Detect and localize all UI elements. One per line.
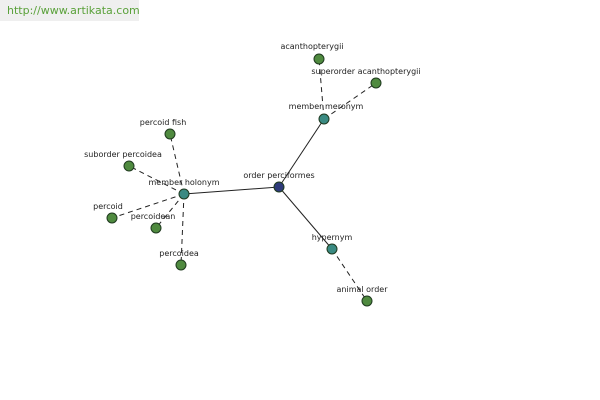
label-acanthopterygii[interactable]: acanthopterygii <box>280 42 343 51</box>
edge-center-to-member-meronym <box>278 118 325 188</box>
label-suborder-percoidea[interactable]: suborder percoidea <box>84 150 162 159</box>
node-member-holonym[interactable] <box>178 188 190 200</box>
labels-layer: order perciformes member meronym member ho… <box>84 42 421 294</box>
node-member-meronym[interactable] <box>318 113 330 125</box>
node-animal-order[interactable] <box>361 295 373 307</box>
label-center[interactable]: order perciformes <box>243 171 314 180</box>
site-url-link[interactable]: http://www.artikata.com <box>0 0 140 21</box>
node-superorder-acanthopterygii[interactable] <box>370 77 382 89</box>
edges-layer <box>111 58 377 302</box>
edge-hypernym-to-animal-order <box>331 248 368 302</box>
nodes-layer <box>106 53 382 307</box>
label-member-holonym[interactable]: member holonym <box>148 178 219 187</box>
label-superorder-acanthopterygii[interactable]: superorder acanthopterygii <box>311 67 420 76</box>
node-percoidean[interactable] <box>150 222 162 234</box>
node-suborder-percoidea[interactable] <box>123 160 135 172</box>
edge-center-to-member-holonym <box>183 186 280 195</box>
edge-member-holonym-to-percoidean <box>155 193 185 229</box>
edge-member-holonym-to-percoid <box>111 193 185 219</box>
node-percoid-fish[interactable] <box>164 128 176 140</box>
label-percoid[interactable]: percoid <box>93 202 123 211</box>
node-center[interactable] <box>273 181 285 193</box>
node-hypernym[interactable] <box>326 243 338 255</box>
edge-member-holonym-to-suborder-percoidea <box>128 165 185 195</box>
node-acanthopterygii[interactable] <box>313 53 325 65</box>
edge-member-holonym-to-percoid-fish <box>169 133 185 195</box>
label-hypernym[interactable]: hypernym <box>312 233 353 242</box>
label-member-meronym[interactable]: member meronym <box>289 102 364 111</box>
label-animal-order[interactable]: animal order <box>337 285 389 294</box>
node-percoid[interactable] <box>106 212 118 224</box>
node-percoidea[interactable] <box>175 259 187 271</box>
label-percoid-fish[interactable]: percoid fish <box>140 118 187 127</box>
edge-member-meronym-to-superorder-acanthopterygii <box>323 82 377 120</box>
edge-center-to-hypernym <box>278 186 333 250</box>
label-percoidea[interactable]: percoidea <box>159 249 199 258</box>
edge-member-holonym-to-percoidea <box>180 193 185 266</box>
edge-member-meronym-to-acanthopterygii <box>318 58 325 120</box>
label-percoidean[interactable]: percoidean <box>131 212 176 221</box>
